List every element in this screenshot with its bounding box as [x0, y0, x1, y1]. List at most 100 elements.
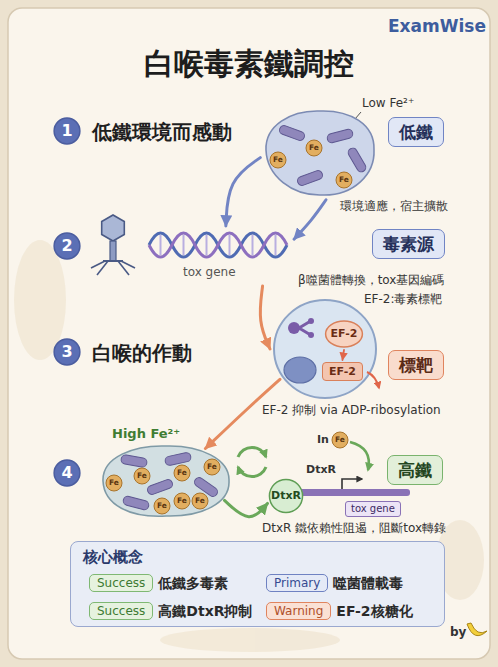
feedback-cycle [238, 447, 266, 476]
host-cell: EF-2:毒素標靶EF-2EF-2 [272, 298, 378, 400]
node-text: Success [97, 604, 145, 618]
connector-layer [272, 298, 378, 400]
node-note: EF-2核糖化 [336, 603, 412, 620]
bacteria-cluster-outline [106, 459, 220, 514]
step-number-outline [54, 118, 80, 144]
iron-ion: Fe [335, 436, 345, 444]
step-caption: EF-2 抑制 via ADP-ribosylation [262, 403, 441, 417]
host-cell-drawing [308, 332, 314, 338]
bacteria-cluster-outline [266, 111, 374, 195]
node-text: 核心概念 [83, 548, 143, 566]
dna-helix-drawing [183, 235, 185, 255]
summary-panel: 核心概念 Success低鐵多毒素 Primary噬菌體載毒 Success 高鐵Dtx… [70, 541, 445, 627]
protein-label: DtxR [306, 463, 336, 476]
bacteria-cluster-outline [204, 459, 220, 475]
host-cell-drawing [288, 318, 314, 338]
dtxr-repressor: DtxR [268, 478, 304, 514]
phage-icon [91, 215, 135, 275]
status-badge: 毒素源 [372, 229, 445, 259]
bacteria-cluster-outline [326, 128, 353, 143]
phage-icon [102, 215, 125, 241]
bacteria-cluster-outline [164, 452, 191, 466]
node-text: Primary [274, 576, 320, 590]
node-note: 低鐵多毒素 [158, 575, 228, 592]
step-number: 2 [53, 232, 81, 260]
node-text: 毒素源 [383, 234, 434, 254]
bacteria-cluster-outline [120, 452, 219, 511]
step-caption: β噬菌體轉換，tox基因編碼 [298, 273, 444, 287]
iron-ion: Fe [177, 497, 187, 505]
feedback-cycle [238, 467, 266, 477]
promoter-arrow [342, 479, 362, 489]
step-caption: DtxR 鐵依賴性阻遏，阻斷tox轉錄 [262, 521, 446, 535]
bacteria-cluster-outline [270, 140, 352, 188]
bacteria-cluster-outline [174, 493, 190, 509]
iron-dot [332, 432, 348, 448]
iron-ion: Fe [309, 144, 319, 152]
step-number-outline [54, 233, 80, 259]
node-text: tox gene [351, 503, 395, 515]
bacteria-cluster-outline [306, 140, 322, 156]
step-number-outline [54, 339, 80, 365]
page-title: 白喉毒素鐵調控 [0, 46, 498, 82]
host-cell-drawing [274, 300, 376, 398]
tag-chip: Primary噬菌體載毒 [266, 574, 328, 592]
tag-chip: WarningEF-2核糖化 [266, 602, 331, 620]
dna-helix-drawing [229, 235, 231, 255]
iron-ion: Fe [177, 469, 187, 477]
bacteria-cluster-outline [106, 475, 122, 491]
bacteria-cluster-outline [347, 146, 368, 173]
ef2-protein-outline [326, 321, 363, 347]
dtxr-repressor-outline [269, 479, 302, 512]
node-text: 2 [61, 236, 72, 255]
iron-binding-arrow [350, 442, 369, 470]
phage-icon [103, 260, 123, 262]
dna-helix-drawing [149, 233, 287, 257]
step-caption: 環境適應，宿主擴散 [340, 199, 448, 213]
bacteria-cluster: Low Fe²⁺ [262, 108, 378, 198]
ef2-protein: EF-2 [324, 320, 364, 348]
tag-chip: Success低鐵多毒素 [89, 574, 153, 592]
iron-ion: Fe [109, 479, 119, 487]
bacteria-cluster-outline [270, 152, 286, 168]
node-text: EF-2:毒素標靶 [364, 292, 443, 306]
phage-icon [110, 241, 116, 261]
step-heading: 白喉的作動 [92, 341, 192, 365]
status-badge: 低鐵 [388, 117, 444, 147]
host-cell-drawing [272, 298, 378, 400]
node-text: EF-2 [329, 365, 356, 378]
banana-icon [467, 623, 487, 636]
ef2-inactive: EF-2 [322, 362, 363, 381]
step-number: 1 [53, 117, 81, 145]
iron-ion: Fe [273, 156, 283, 164]
brand-logo: ExamWise [388, 16, 486, 36]
phage-icon [91, 261, 105, 268]
bacteria-cluster-outline [278, 124, 306, 141]
ion-label: In [317, 433, 329, 446]
node-text: 4 [61, 463, 72, 482]
node-note: 高鐵DtxR抑制 [158, 603, 252, 620]
flow-arrow [342, 350, 344, 360]
node-text: Low Fe²⁺ [362, 96, 414, 110]
dna-helix-drawing [149, 233, 287, 257]
dna-helix: tox gene [145, 228, 292, 284]
host-cell-drawing [367, 372, 379, 388]
bacteria-cluster-outline [278, 124, 367, 186]
node-text: High Fe²⁺ [112, 426, 180, 442]
node-text: 低鐵 [399, 122, 433, 142]
iron-ion: Fe [339, 176, 349, 184]
iron-ion: Fe [137, 472, 147, 480]
step-number: 4 [53, 459, 81, 487]
step-number-outline [54, 460, 80, 486]
iron-ion: Fe [207, 463, 217, 471]
paper-stain [160, 628, 340, 652]
bacteria-cluster-outline [262, 108, 378, 198]
iron-ion: Fe [195, 497, 205, 505]
dna-helix-drawing [252, 235, 254, 255]
dna-helix-drawing [275, 235, 277, 255]
flow-arrow [226, 158, 260, 226]
node-text: tox gene [183, 265, 236, 279]
